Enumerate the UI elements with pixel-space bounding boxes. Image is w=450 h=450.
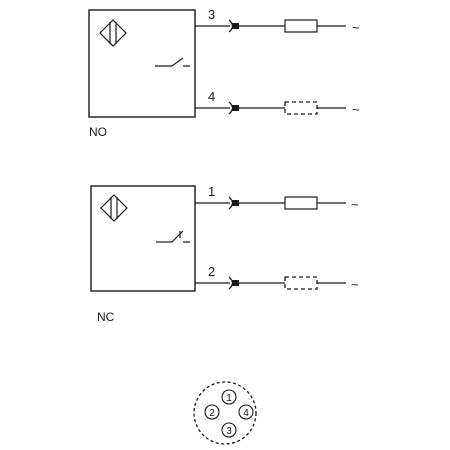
no-label: NO — [89, 125, 107, 139]
no-pin-4-line: 4 ~ — [195, 89, 360, 117]
nc-label: NC — [97, 310, 115, 324]
connector-pin-2: 2 — [204, 404, 220, 420]
pin-label: 2 — [209, 408, 215, 419]
normally-open-switch-icon — [155, 57, 190, 67]
socket-contact-icon — [232, 105, 239, 111]
nc-pin-1-line: 1 ~ — [195, 184, 359, 212]
socket-contact-icon — [232, 200, 239, 206]
load-resistor-icon — [284, 196, 318, 210]
ac-symbol: ~ — [351, 197, 359, 212]
connector-pin-1: 1 — [221, 389, 237, 405]
inductive-sensor-icon — [99, 19, 127, 47]
nc-pin-2-line: 2 ~ — [195, 264, 359, 292]
pin-number: 2 — [208, 264, 215, 279]
socket-contact-icon — [232, 280, 239, 286]
optional-load-icon — [284, 276, 318, 290]
inductive-sensor-icon — [100, 194, 128, 222]
nc-sensor-block: NC 1 ~ 2 ~ — [90, 184, 359, 324]
no-sensor-housing — [88, 9, 196, 118]
ac-symbol: ~ — [351, 277, 359, 292]
connector-pin-4: 4 — [238, 404, 254, 420]
pin-number: 1 — [208, 184, 215, 199]
socket-contact-icon — [232, 23, 239, 29]
pin-number: 3 — [208, 7, 215, 22]
load-resistor-icon — [284, 19, 318, 33]
pin-label: 3 — [226, 426, 232, 437]
ac-symbol: ~ — [352, 20, 360, 35]
no-pin-3-line: 3 ~ — [195, 7, 360, 35]
normally-closed-switch-icon — [156, 230, 190, 243]
connector-pinout: 1 2 3 4 — [193, 381, 257, 445]
connector-pin-3: 3 — [221, 422, 237, 438]
pin-label: 1 — [226, 393, 232, 404]
no-sensor-block: NO 3 ~ 4 ~ — [88, 7, 360, 139]
connector-outline — [193, 381, 257, 445]
pin-label: 4 — [243, 408, 249, 419]
nc-sensor-housing — [90, 185, 196, 292]
ac-symbol: ~ — [352, 102, 360, 117]
optional-load-icon — [284, 101, 318, 115]
pin-number: 4 — [208, 89, 215, 104]
